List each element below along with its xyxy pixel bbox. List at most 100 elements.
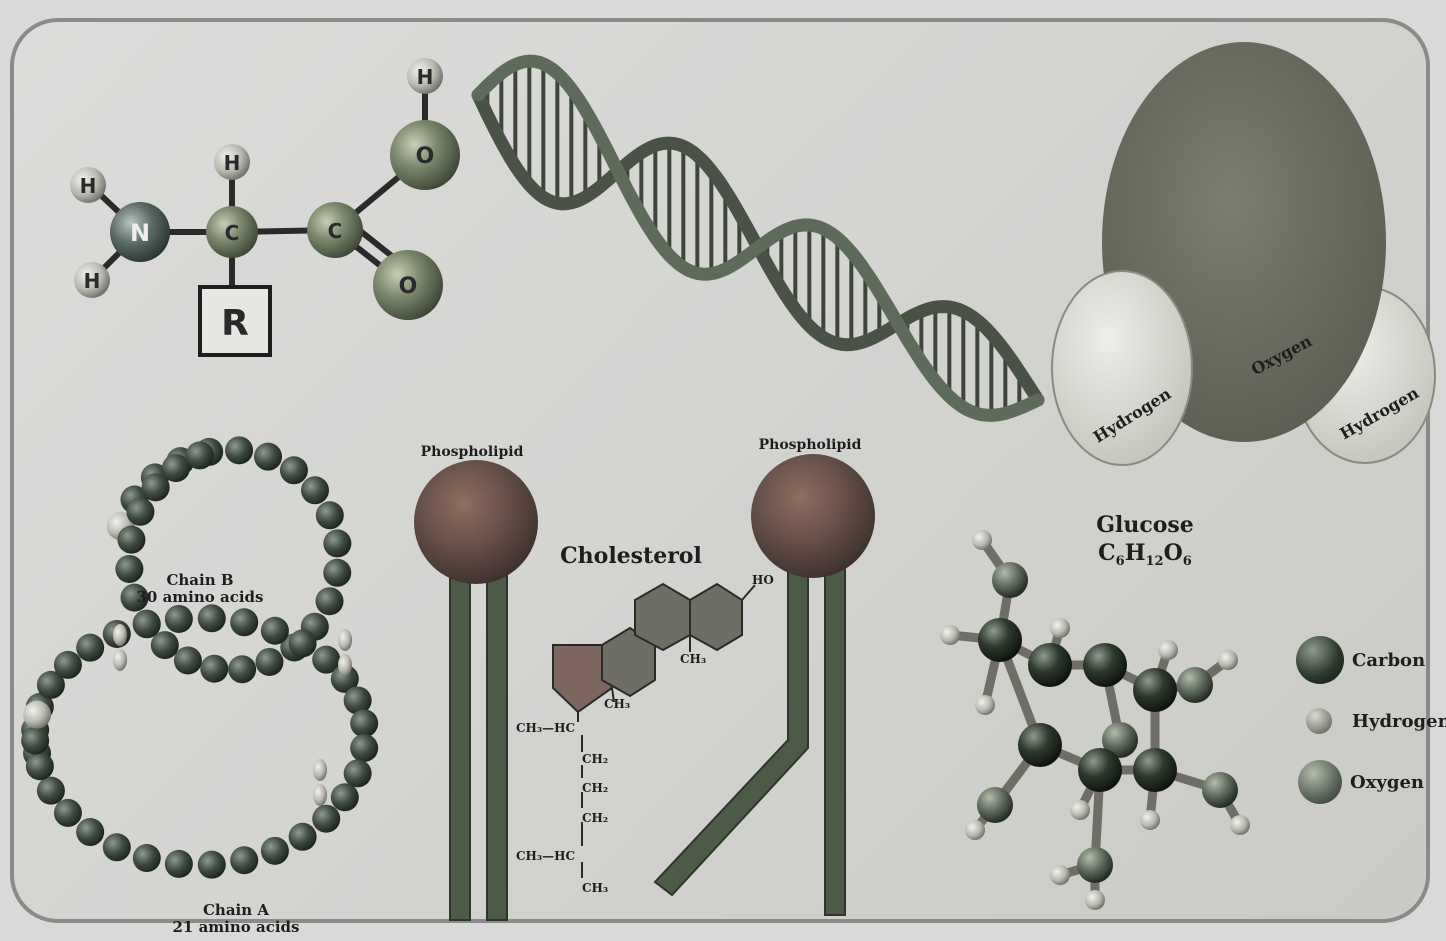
oxygen-atom xyxy=(992,562,1028,598)
cholesterol-methylene-group: CH₂ xyxy=(582,811,608,825)
carbon-atom xyxy=(1028,643,1072,687)
legend-item: Oxygen xyxy=(1298,760,1424,804)
glucose-sphere-model xyxy=(1052,42,1435,465)
amino-acid-bead xyxy=(133,844,161,872)
cholesterol-methylene-group: CH₂ xyxy=(582,781,608,795)
amino-acid-bead xyxy=(289,629,317,657)
amino-acid-bead xyxy=(323,529,351,557)
phospholipid-label-right: Phospholipid xyxy=(759,437,862,453)
phospholipid-head xyxy=(751,454,875,578)
amino-acid-bead xyxy=(76,818,104,846)
chain-b-count: 30 amino acids xyxy=(136,588,263,606)
glucose-title: Glucose xyxy=(1096,512,1194,538)
amino-acid-bead xyxy=(230,608,258,636)
amino-acid-bead xyxy=(350,709,378,737)
amino-acid-bead xyxy=(76,634,104,662)
phospholipid-label-left: Phospholipid xyxy=(421,444,524,460)
cholesterol-side-chain-group: CH₃—HC xyxy=(516,849,575,863)
amino-acid-bead xyxy=(186,441,214,469)
amino-acid-bead xyxy=(261,837,289,865)
amino-acid-bead xyxy=(26,752,54,780)
hydrogen-atom xyxy=(1085,890,1105,910)
cholesterol-side-chain-group: CH₃—HC xyxy=(516,721,575,735)
amino-acid-bead xyxy=(103,833,131,861)
amino-acid-bead xyxy=(115,555,143,583)
hydrogen-atom-label: H xyxy=(84,269,101,293)
hydrogen-atom-label: H xyxy=(80,174,97,198)
oxygen-atom-label: O xyxy=(399,274,418,299)
disulfide-bead xyxy=(23,701,51,729)
dna-double-helix xyxy=(478,61,1038,415)
amino-acid-bead xyxy=(198,604,226,632)
hydrogen-atom xyxy=(1050,618,1070,638)
amino-acid-bead xyxy=(225,436,253,464)
carbon-sphere-icon xyxy=(1296,636,1344,684)
hydrogen-atom-label: H xyxy=(417,65,434,89)
legend-item: Hydrogen xyxy=(1306,708,1446,734)
glucose-ball-and-stick-model xyxy=(940,530,1250,910)
amino-acid-bead xyxy=(350,734,378,762)
amino-acid-bead xyxy=(198,851,226,879)
legend-item: Carbon xyxy=(1296,636,1425,684)
cholesterol-title: Cholesterol xyxy=(560,543,702,569)
r-group-label: R xyxy=(221,303,249,344)
amino-acid-bead xyxy=(21,727,49,755)
hydrogen-atom xyxy=(1230,815,1250,835)
phospholipid-right xyxy=(655,454,875,915)
insulin-chains xyxy=(21,436,378,878)
carbon-atom xyxy=(1018,723,1062,767)
cholesterol-methyl-group: CH₃ xyxy=(582,881,608,895)
amino-acid-bead xyxy=(162,454,190,482)
amino-acid-bead xyxy=(165,850,193,878)
hydrogen-atom xyxy=(975,695,995,715)
carbon-atom xyxy=(1133,668,1177,712)
carbon-atom xyxy=(1078,748,1122,792)
amino-acid-bead xyxy=(133,610,161,638)
cholesterol-methyl-group: CH₃ xyxy=(680,652,706,666)
amino-acid-bead xyxy=(331,783,359,811)
hydrogen-atom xyxy=(1050,865,1070,885)
carbon-atom xyxy=(1083,643,1127,687)
amino-acid-structure: R H H H H N C C O O xyxy=(70,58,460,355)
chain-b-name: Chain B xyxy=(166,571,233,589)
amino-acid-bead xyxy=(255,648,283,676)
legend-label: Oxygen xyxy=(1350,772,1424,793)
hydrogen-atom-label: H xyxy=(224,151,241,175)
oxygen-atom-label: O xyxy=(416,144,435,169)
amino-acid-bead xyxy=(126,498,154,526)
amino-acid-bead xyxy=(37,777,65,805)
hydrogen-atom xyxy=(1158,640,1178,660)
cholesterol-methylene-group: CH₂ xyxy=(582,752,608,766)
disulfide-bond xyxy=(313,784,327,806)
amino-acid-bead xyxy=(289,823,317,851)
amino-acid-bead xyxy=(301,476,329,504)
nitrogen-atom-label: N xyxy=(130,219,150,247)
hydrogen-atom xyxy=(1140,810,1160,830)
carbon-atom-label: C xyxy=(328,219,343,243)
cholesterol-methyl-group: CH₃ xyxy=(604,697,630,711)
glucose-formula: C6H12O6 xyxy=(1098,540,1192,569)
oxygen-atom xyxy=(1177,667,1213,703)
amino-acid-bead xyxy=(323,559,351,587)
hydrogen-sphere-icon xyxy=(1306,708,1332,734)
carbon-atom xyxy=(978,618,1022,662)
legend-label: Hydrogen xyxy=(1352,711,1446,732)
chain-a-count: 21 amino acids xyxy=(172,918,299,936)
amino-acid-bead xyxy=(174,646,202,674)
amino-acid-bead xyxy=(54,651,82,679)
phospholipid-head xyxy=(414,460,538,584)
hydrogen-atom xyxy=(940,625,960,645)
amino-acid-bead xyxy=(228,655,256,683)
disulfide-bond xyxy=(338,654,352,676)
disulfide-bond xyxy=(113,624,127,646)
oxygen-atom xyxy=(1077,847,1113,883)
disulfide-bond xyxy=(338,629,352,651)
amino-acid-bead xyxy=(316,501,344,529)
amino-acid-bead xyxy=(230,846,258,874)
oxygen-atom xyxy=(1202,772,1238,808)
chain-a-name: Chain A xyxy=(203,901,269,919)
amino-acid-bead xyxy=(254,443,282,471)
amino-acid-bead xyxy=(165,605,193,633)
disulfide-bond xyxy=(113,649,127,671)
